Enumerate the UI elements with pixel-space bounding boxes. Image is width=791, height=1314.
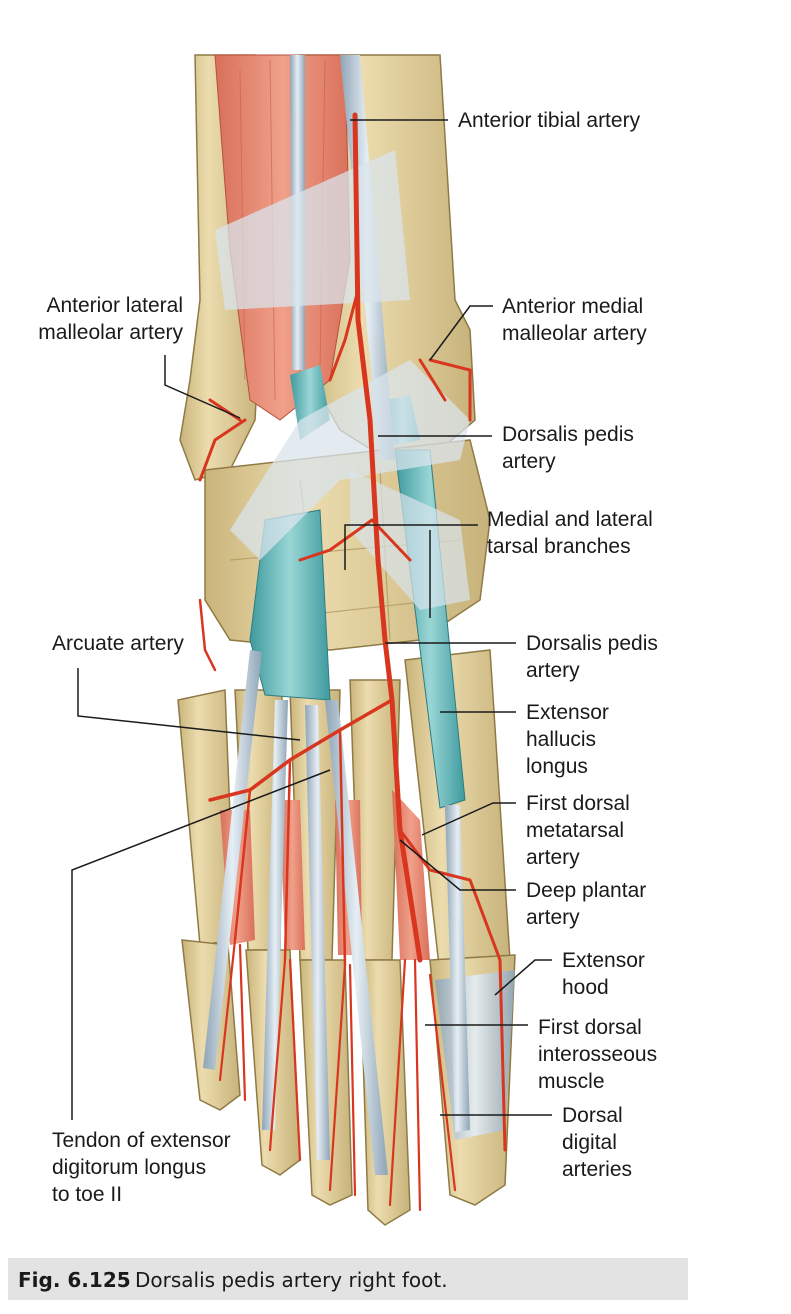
label-anterior-tibial-artery: Anterior tibial artery <box>458 109 641 132</box>
label-tendon-extensor-digitorum-longus: Tendon of extensor digitorum longus to t… <box>52 1129 231 1206</box>
label-arcuate-artery: Arcuate artery <box>52 632 184 655</box>
label-dorsalis-pedis-artery-lower: Dorsalis pedis artery <box>526 632 658 682</box>
extensor-retinacula <box>215 150 470 610</box>
label-first-dorsal-interosseous-muscle: First dorsal interosseous muscle <box>538 1016 658 1093</box>
leader-lines <box>71 119 552 1120</box>
label-first-dorsal-metatarsal-artery: First dorsal metatarsal artery <box>526 792 630 869</box>
figure-caption: Dorsalis pedis artery right foot. <box>135 1268 448 1292</box>
label-anterior-medial-malleolar-artery: Anterior medial malleolar artery <box>502 295 647 345</box>
label-tarsal-branches: Medial and lateral tarsal branches <box>487 508 653 558</box>
figure-number: Fig. 6.125 <box>18 1268 131 1292</box>
label-extensor-hallucis-longus: Extensor hallucis longus <box>526 701 609 778</box>
label-dorsalis-pedis-artery-upper: Dorsalis pedis artery <box>502 423 634 473</box>
caption-bar <box>8 1258 688 1300</box>
label-dorsal-digital-arteries: Dorsal digital arteries <box>562 1104 633 1181</box>
label-anterior-lateral-malleolar-artery: Anterior lateral malleolar artery <box>38 294 183 344</box>
label-deep-plantar-artery: Deep plantar artery <box>526 879 647 929</box>
label-extensor-hood: Extensor hood <box>562 949 645 999</box>
